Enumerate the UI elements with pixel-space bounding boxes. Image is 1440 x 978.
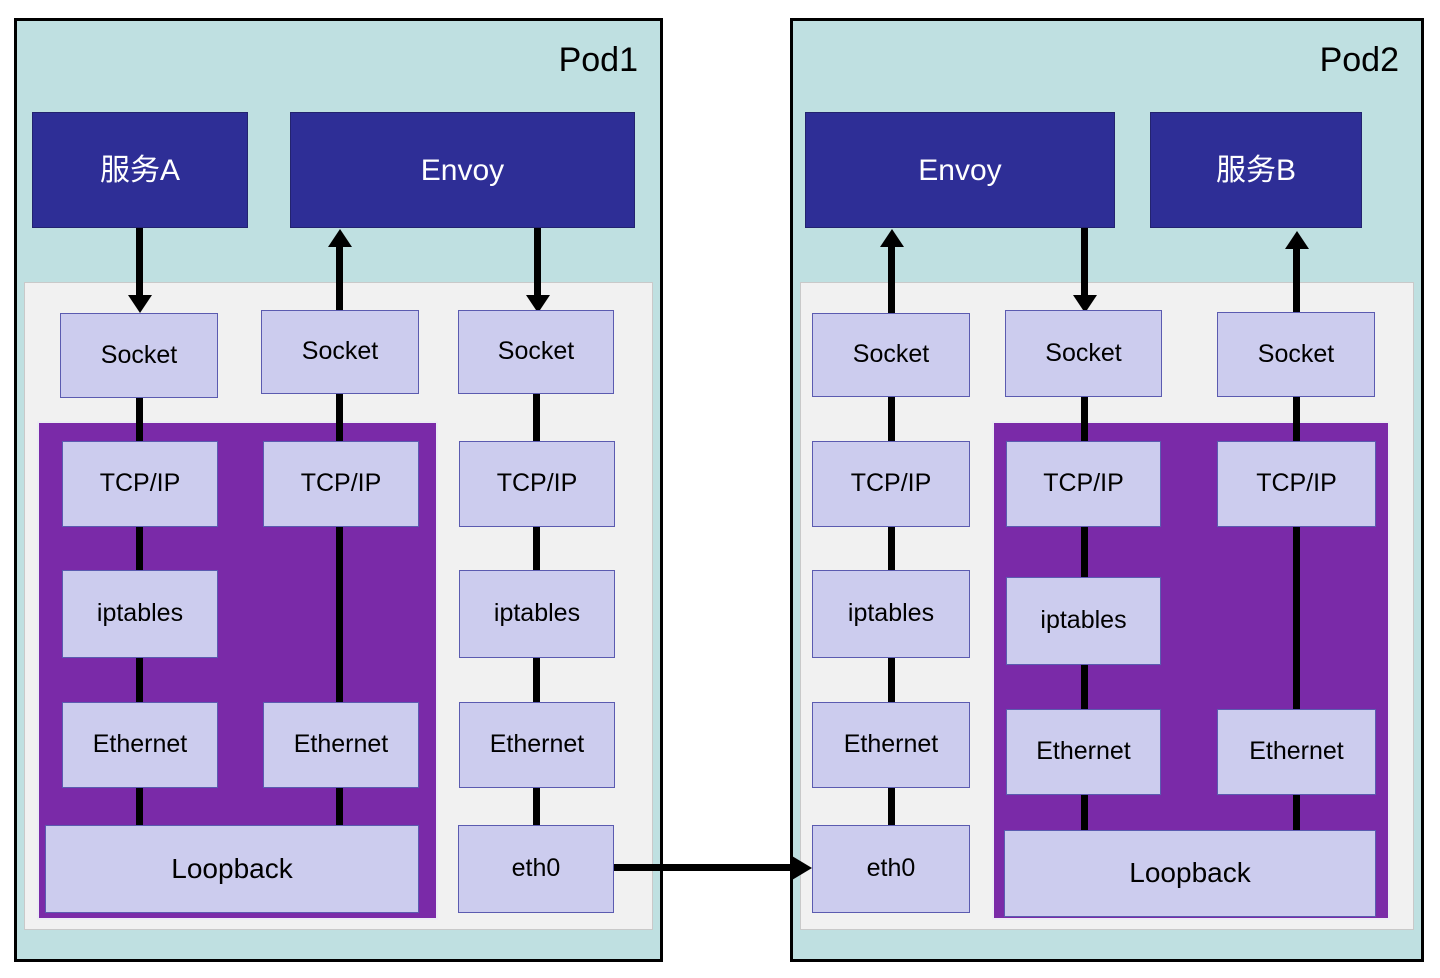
pod2-col3-ethernet-label: Ethernet [1249, 737, 1344, 766]
pod1-col2-socket[interactable]: Socket [261, 310, 419, 394]
pod1-arrow-envoy-to-socket [534, 228, 541, 296]
pod2-col2-ethernet[interactable]: Ethernet [1006, 709, 1161, 795]
pod1-col3-iptables[interactable]: iptables [459, 570, 615, 658]
pod1-col2-ethernet-label: Ethernet [293, 730, 389, 759]
inter-pod-eth0-arrow [614, 864, 794, 871]
pod2-arrow-socket-to-service-b [1293, 248, 1300, 316]
pod1-col2-ethernet[interactable]: Ethernet [263, 702, 419, 788]
pod2-col2-link-ethernet-loopback [1081, 795, 1088, 835]
pod2-col2-ethernet-label: Ethernet [1036, 737, 1131, 766]
pod1-col2-link-tcpip-ethernet [336, 527, 343, 702]
pod1-loopback[interactable]: Loopback [45, 825, 419, 913]
pod2-label: Pod2 [1319, 41, 1399, 79]
pod2-app-envoy[interactable]: Envoy [805, 112, 1115, 228]
pod2-arrow-socket-to-envoy [888, 246, 895, 314]
pod2-col1-ethernet[interactable]: Ethernet [812, 702, 970, 788]
pod1-app-envoy-label: Envoy [420, 153, 505, 187]
pod1-col1-iptables-label: iptables [96, 599, 184, 628]
pod1-col2-tcpip[interactable]: TCP/IP [263, 441, 419, 527]
pod1-col1-iptables[interactable]: iptables [62, 570, 218, 658]
pod2-col1-socket[interactable]: Socket [812, 313, 970, 397]
pod2-col3-link-ethernet-loopback [1293, 795, 1300, 835]
pod2-col3-ethernet[interactable]: Ethernet [1217, 709, 1376, 795]
pod1-col1-socket[interactable]: Socket [60, 313, 218, 398]
pod2-col1-iptables[interactable]: iptables [812, 570, 970, 658]
pod2-col1-tcpip[interactable]: TCP/IP [812, 441, 970, 527]
pod2-loopback-label: Loopback [1129, 857, 1251, 889]
pod2-col1-link-ethernet-eth0 [888, 788, 895, 825]
pod1-col3-tcpip[interactable]: TCP/IP [459, 441, 615, 527]
pod1-col1-tcpip[interactable]: TCP/IP [62, 441, 218, 527]
pod1-col3-link-tcpip-iptables [533, 527, 540, 570]
pod2-col1-iptables-label: iptables [847, 599, 935, 628]
pod2-col3-link-tcpip-ethernet [1293, 527, 1300, 709]
pod1-app-envoy[interactable]: Envoy [290, 112, 635, 228]
pod1-col2-link-socket-tcpip [336, 394, 343, 441]
pod2-col3-link-socket-tcpip [1293, 397, 1300, 441]
pod2-eth0[interactable]: eth0 [812, 825, 970, 913]
pod2-col2-iptables-label: iptables [1040, 606, 1127, 635]
pod2-col1-tcpip-label: TCP/IP [850, 469, 932, 498]
pod1-col3-socket-label: Socket [497, 337, 575, 366]
pod1-app-service-a-label: 服务A [99, 153, 180, 187]
pod1-col1-link-tcpip-iptables [136, 527, 143, 570]
pod1-col3-tcpip-label: TCP/IP [496, 469, 578, 498]
pod1-col3-link-iptables-ethernet [533, 658, 540, 702]
pod2-col1-link-tcpip-iptables [888, 527, 895, 570]
pod2-col2-tcpip-label: TCP/IP [1043, 469, 1124, 498]
pod1-label: Pod1 [558, 41, 638, 79]
pod1-col1-ethernet[interactable]: Ethernet [62, 702, 218, 788]
pod2-app-envoy-label: Envoy [918, 153, 1002, 187]
pod1-col1-link-socket-tcpip [136, 398, 143, 441]
pod2-col3-tcpip-label: TCP/IP [1256, 469, 1337, 498]
pod2-col3-socket-label: Socket [1257, 339, 1335, 368]
pod1-col1-ethernet-label: Ethernet [92, 730, 188, 759]
pod2-col2-link-iptables-ethernet [1081, 665, 1088, 709]
pod1-col3-iptables-label: iptables [493, 599, 581, 628]
pod1-arrow-socket-to-envoy [336, 246, 343, 314]
pod2-col1-link-iptables-ethernet [888, 658, 895, 702]
pod1-app-service-a[interactable]: 服务A [32, 112, 248, 228]
pod2-col2-socket[interactable]: Socket [1005, 310, 1162, 397]
pod2-eth0-label: eth0 [866, 854, 916, 883]
pod1-col3-socket[interactable]: Socket [458, 310, 614, 394]
pod1-loopback-label: Loopback [171, 852, 293, 884]
pod1-col3-ethernet-label: Ethernet [489, 730, 585, 759]
pod2-col2-iptables[interactable]: iptables [1006, 577, 1161, 665]
pod2-col1-link-socket-tcpip [888, 397, 895, 441]
pod1-eth0[interactable]: eth0 [458, 825, 614, 913]
pod2-col2-link-socket-tcpip [1081, 397, 1088, 441]
pod2-arrow-envoy-to-socket [1081, 228, 1088, 296]
pod1-col1-tcpip-label: TCP/IP [99, 469, 181, 498]
pod1-col2-tcpip-label: TCP/IP [300, 469, 382, 498]
pod2-loopback[interactable]: Loopback [1004, 830, 1376, 917]
pod1-arrow-service-a-to-socket [136, 228, 143, 296]
pod1-col1-socket-label: Socket [100, 340, 178, 369]
pod1-col1-link-iptables-ethernet [136, 658, 143, 702]
pod2-col3-tcpip[interactable]: TCP/IP [1217, 441, 1376, 527]
pod2-app-service-b-label: 服务B [1215, 153, 1296, 187]
pod1-col3-ethernet[interactable]: Ethernet [459, 702, 615, 788]
pod1-col2-socket-label: Socket [301, 337, 379, 366]
pod1-col2-link-ethernet-loopback [336, 788, 343, 830]
pod2-col1-ethernet-label: Ethernet [843, 730, 939, 759]
pod2-col2-tcpip[interactable]: TCP/IP [1006, 441, 1161, 527]
pod2-col3-socket[interactable]: Socket [1217, 312, 1375, 397]
pod2-col2-link-tcpip-iptables [1081, 527, 1088, 577]
pod1-col1-link-ethernet-loopback [136, 788, 143, 830]
pod2-app-service-b[interactable]: 服务B [1150, 112, 1362, 228]
pod1-eth0-label: eth0 [511, 854, 561, 883]
pod2-col1-socket-label: Socket [852, 340, 930, 369]
pod2-col2-socket-label: Socket [1045, 338, 1122, 367]
pod1-col3-link-ethernet-eth0 [533, 788, 540, 825]
pod1-col3-link-socket-tcpip [533, 394, 540, 441]
